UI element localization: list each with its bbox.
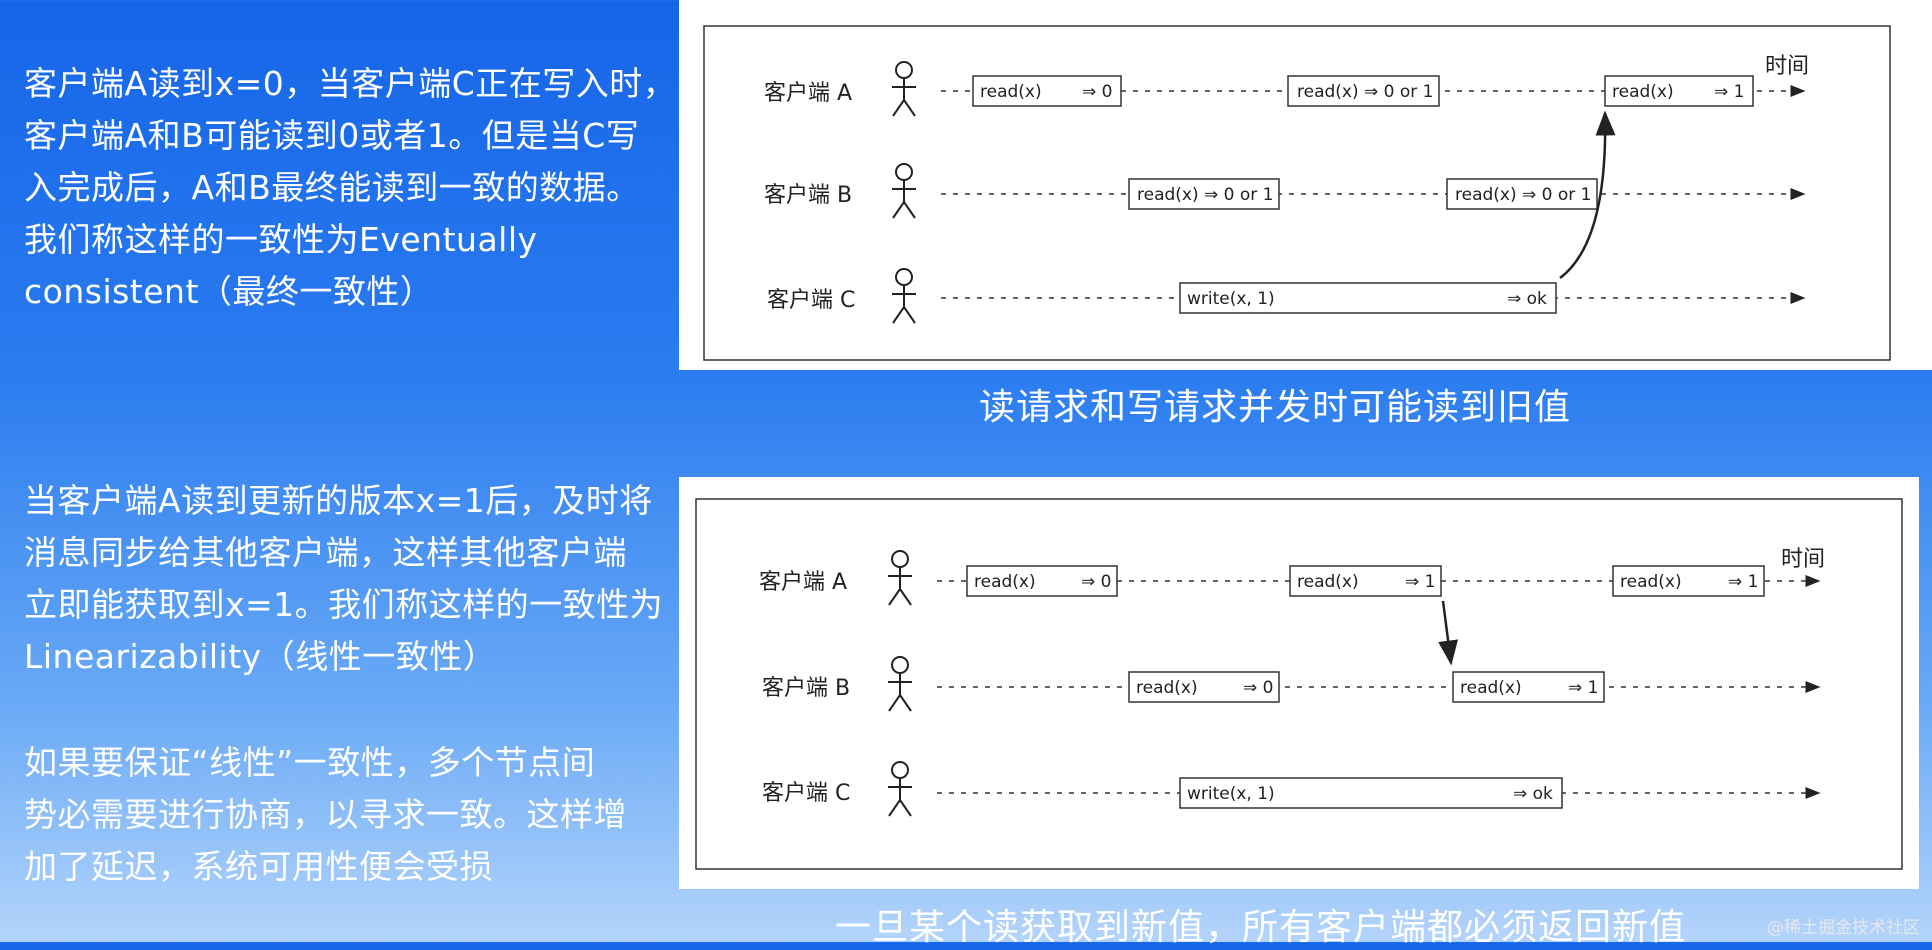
op-box-a1: read(x) ⇒ 0 — [966, 565, 1118, 597]
op-box-b1: read(x) ⇒ 0 or 1 — [1128, 178, 1280, 210]
diagram1-svg: 客户端 A read(x) ⇒ 0 read(x) ⇒ 0 or 1 read(… — [703, 25, 1891, 361]
stick-figure-icon — [888, 761, 912, 817]
svg-text:read(x): read(x) — [1460, 678, 1522, 698]
client-c-label: 客户端 C — [762, 781, 850, 806]
client-b-label: 客户端 B — [764, 183, 852, 208]
svg-text:read(x): read(x) — [1297, 572, 1359, 592]
text-line: consistent（最终一致性） — [24, 272, 434, 311]
text-line: 加了延迟，系统可用性便会受损 — [24, 847, 493, 886]
op-box-a2: read(x) ⇒ 0 or 1 — [1287, 75, 1440, 107]
svg-text:write(x, 1): write(x, 1) — [1187, 784, 1275, 804]
op-box-b1: read(x) ⇒ 0 — [1128, 671, 1280, 703]
client-b-label: 客户端 B — [762, 676, 850, 701]
op-box-c1: write(x, 1) ⇒ ok — [1179, 282, 1557, 314]
eventual-consistency-diagram: 客户端 A read(x) ⇒ 0 read(x) ⇒ 0 or 1 read(… — [679, 0, 1932, 370]
svg-text:⇒ 1: ⇒ 1 — [1568, 678, 1598, 698]
text-line: 客户端A读到x=0，当客户端C正在写入时， — [24, 64, 677, 103]
text-line: 势必需要进行协商，以寻求一致。这样增 — [24, 795, 627, 834]
client-c-label: 客户端 C — [767, 288, 855, 313]
text-line: 当客户端A读到更新的版本x=1后，及时将 — [24, 481, 653, 520]
diagram2-caption: 一旦某个读获取到新值，所有客户端都必须返回新值 — [835, 907, 1687, 948]
text-line: 客户端A和B可能读到0或者1。但是当C写 — [24, 116, 640, 155]
linearizability-text: 当客户端A读到更新的版本x=1后，及时将 消息同步给其他客户端，这样其他客户端 … — [24, 475, 674, 683]
svg-text:⇒ 1: ⇒ 1 — [1714, 82, 1744, 102]
time-axis-label: 时间 — [1781, 547, 1825, 572]
diagram1-frame — [703, 25, 1891, 361]
client-a-label: 客户端 A — [764, 81, 852, 106]
text-line: 消息同步给其他客户端，这样其他客户端 — [24, 533, 627, 572]
svg-text:⇒ 1: ⇒ 1 — [1405, 572, 1435, 592]
op-box-c1: write(x, 1) ⇒ ok — [1179, 777, 1563, 809]
watermark: @稀土掘金技术社区 — [1767, 918, 1920, 938]
svg-text:⇒ ok: ⇒ ok — [1507, 289, 1547, 309]
stick-figure-icon — [892, 268, 916, 324]
op-box-a2: read(x) ⇒ 1 — [1289, 565, 1442, 597]
text-line: 入完成后，A和B最终能读到一致的数据。 — [24, 168, 640, 207]
sync-arrow — [1559, 110, 1616, 279]
op-box-b2: read(x) ⇒ 0 or 1 — [1446, 178, 1598, 210]
op-box-a3: read(x) ⇒ 1 — [1604, 75, 1754, 107]
linearizability-diagram: 客户端 A read(x) ⇒ 0 read(x) ⇒ 1 read(x) ⇒ … — [679, 477, 1919, 889]
stick-figure-icon — [888, 550, 912, 606]
tradeoff-text: 如果要保证“线性”一致性，多个节点间 势必需要进行协商，以寻求一致。这样增 加了… — [24, 737, 674, 893]
stick-figure-icon — [892, 61, 916, 117]
diagram1-caption: 读请求和写请求并发时可能读到旧值 — [979, 387, 1572, 428]
op-box-a1: read(x) ⇒ 0 — [972, 75, 1122, 107]
svg-text:⇒ ok: ⇒ ok — [1513, 784, 1553, 804]
text-line: 我们称这样的一致性为Eventually — [24, 220, 538, 259]
svg-text:⇒ 1: ⇒ 1 — [1728, 572, 1758, 592]
diagram2-frame — [695, 498, 1903, 870]
svg-text:read(x): read(x) — [1612, 82, 1674, 102]
svg-text:⇒ 0: ⇒ 0 — [1081, 572, 1111, 592]
client-a-label: 客户端 A — [759, 570, 847, 595]
svg-text:⇒ 0: ⇒ 0 — [1082, 82, 1112, 102]
svg-text:read(x) ⇒ 0 or 1: read(x) ⇒ 0 or 1 — [1455, 185, 1592, 205]
text-line: Linearizability（线性一致性） — [24, 637, 497, 676]
stick-figure-icon — [892, 163, 916, 219]
svg-text:read(x): read(x) — [1136, 678, 1198, 698]
text-line: 如果要保证“线性”一致性，多个节点间 — [24, 743, 596, 782]
text-line: 立即能获取到x=1。我们称这样的一致性为 — [24, 585, 664, 624]
svg-text:read(x) ⇒ 0 or 1: read(x) ⇒ 0 or 1 — [1137, 185, 1274, 205]
eventual-consistency-text: 客户端A读到x=0，当客户端C正在写入时， 客户端A和B可能读到0或者1。但是当… — [24, 58, 677, 318]
sync-arrow — [1438, 600, 1459, 666]
time-axis-label: 时间 — [1765, 54, 1809, 79]
stick-figure-icon — [888, 656, 912, 712]
op-box-a3: read(x) ⇒ 1 — [1612, 565, 1765, 597]
svg-text:read(x): read(x) — [980, 82, 1042, 102]
svg-text:read(x) ⇒ 0 or 1: read(x) ⇒ 0 or 1 — [1297, 82, 1434, 102]
svg-text:⇒ 0: ⇒ 0 — [1243, 678, 1273, 698]
svg-text:read(x): read(x) — [974, 572, 1036, 592]
svg-text:read(x): read(x) — [1620, 572, 1682, 592]
svg-text:write(x, 1): write(x, 1) — [1187, 289, 1275, 309]
op-box-b2: read(x) ⇒ 1 — [1452, 671, 1605, 703]
diagram2-svg: 客户端 A read(x) ⇒ 0 read(x) ⇒ 1 read(x) ⇒ … — [695, 498, 1903, 870]
